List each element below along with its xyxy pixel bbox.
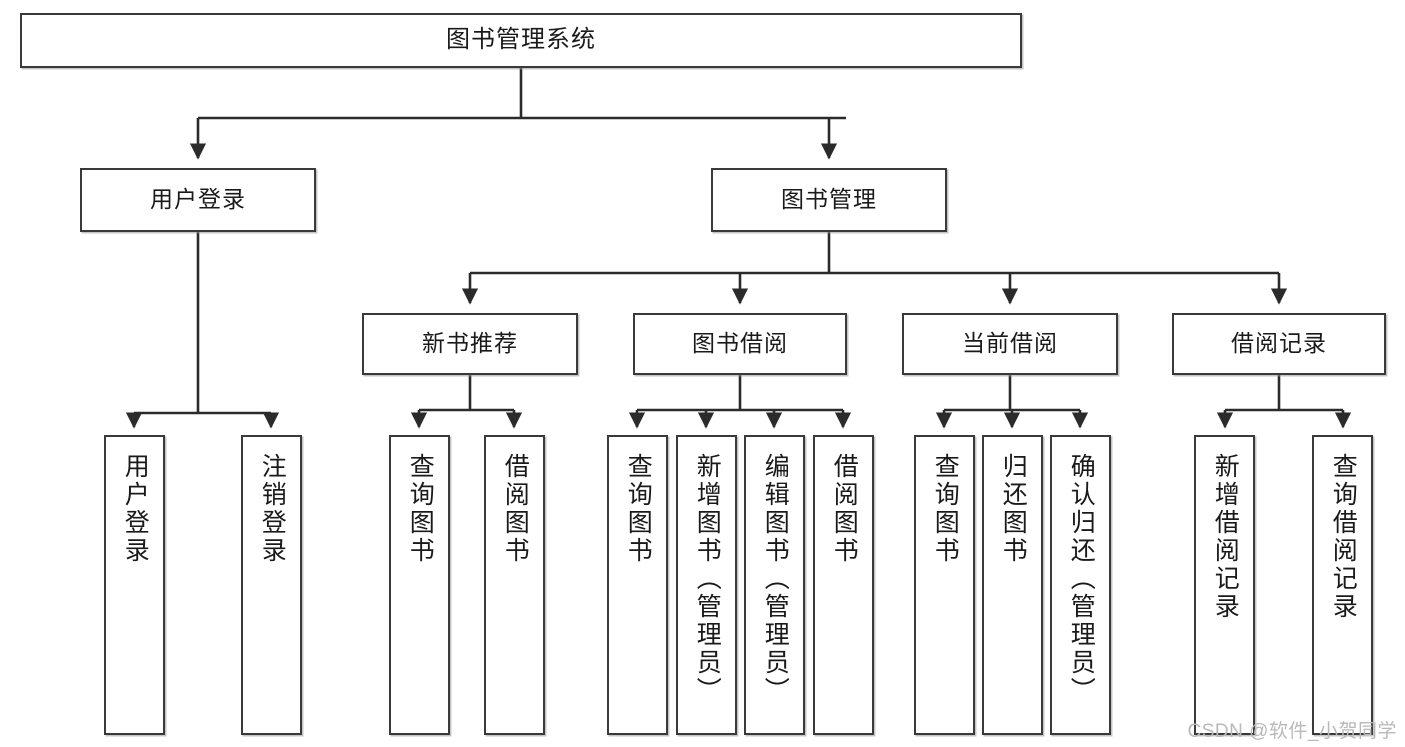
- leaf-current-return-book[interactable]: 归还图书: [982, 435, 1043, 735]
- leaf-current-query-book-label: 查询图书: [931, 453, 960, 565]
- node-borrow-record[interactable]: 借阅记录: [1172, 313, 1386, 375]
- leaf-borrow-borrow-book[interactable]: 借阅图书: [813, 435, 874, 735]
- leaf-borrow-add-book-label: 新增图书（管理员）: [693, 453, 722, 705]
- node-book-borrow-label: 图书借阅: [692, 330, 788, 357]
- leaf-user-login-login-label: 用户登录: [121, 453, 150, 565]
- leaf-user-login-logout-label: 注销登录: [258, 453, 287, 565]
- leaf-current-return-book-label: 归还图书: [999, 453, 1028, 565]
- leaf-borrow-borrow-book-label: 借阅图书: [830, 453, 859, 565]
- leaf-borrow-edit-book[interactable]: 编辑图书（管理员）: [744, 435, 805, 735]
- node-current-borrow[interactable]: 当前借阅: [902, 313, 1118, 375]
- node-new-book-recommend-label: 新书推荐: [422, 330, 518, 357]
- leaf-record-query-record[interactable]: 查询借阅记录: [1312, 435, 1373, 735]
- leaf-borrow-add-book[interactable]: 新增图书（管理员）: [676, 435, 737, 735]
- node-user-login[interactable]: 用户登录: [80, 168, 316, 232]
- leaf-borrow-edit-book-label: 编辑图书（管理员）: [761, 453, 790, 705]
- node-book-borrow[interactable]: 图书借阅: [633, 313, 847, 375]
- leaf-user-login-login[interactable]: 用户登录: [104, 435, 165, 735]
- node-root[interactable]: 图书管理系统: [20, 13, 1022, 68]
- leaf-current-query-book[interactable]: 查询图书: [914, 435, 975, 735]
- leaf-current-confirm-return[interactable]: 确认归还（管理员）: [1050, 435, 1111, 735]
- node-root-label: 图书管理系统: [446, 26, 596, 54]
- leaf-recommend-query-book-label: 查询图书: [406, 453, 435, 565]
- leaf-user-login-logout[interactable]: 注销登录: [241, 435, 302, 735]
- node-book-management[interactable]: 图书管理: [711, 168, 947, 232]
- leaf-recommend-borrow-book-label: 借阅图书: [501, 453, 530, 565]
- leaf-recommend-query-book[interactable]: 查询图书: [389, 435, 450, 735]
- node-new-book-recommend[interactable]: 新书推荐: [362, 313, 578, 375]
- leaf-record-add-record-label: 新增借阅记录: [1211, 453, 1240, 621]
- leaf-borrow-query-book-label: 查询图书: [624, 453, 653, 565]
- leaf-borrow-query-book[interactable]: 查询图书: [607, 435, 668, 735]
- node-borrow-record-label: 借阅记录: [1231, 330, 1327, 357]
- leaf-current-confirm-return-label: 确认归还（管理员）: [1067, 453, 1096, 705]
- leaf-record-add-record[interactable]: 新增借阅记录: [1194, 435, 1255, 735]
- node-user-login-label: 用户登录: [150, 186, 246, 213]
- leaf-record-query-record-label: 查询借阅记录: [1329, 453, 1358, 621]
- leaf-recommend-borrow-book[interactable]: 借阅图书: [484, 435, 545, 735]
- node-book-management-label: 图书管理: [781, 186, 877, 213]
- node-current-borrow-label: 当前借阅: [962, 330, 1058, 357]
